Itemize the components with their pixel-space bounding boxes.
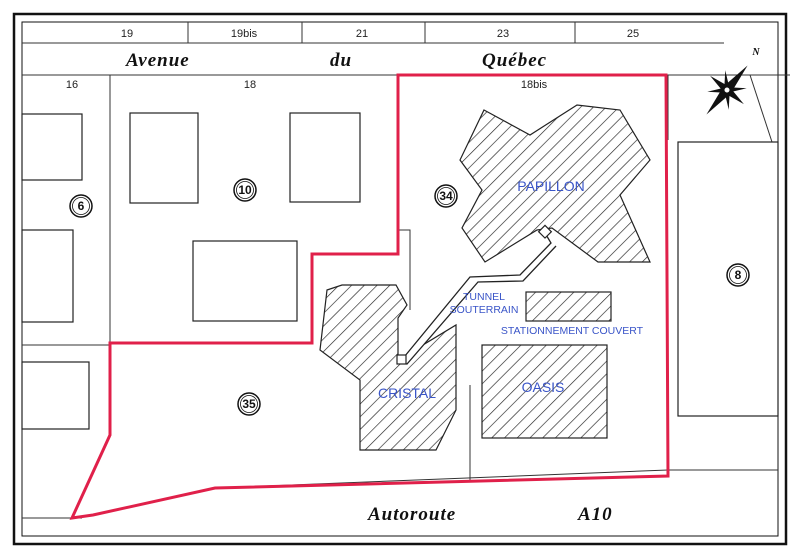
building-papillon [459,104,651,263]
top-lot-number: 19 [121,28,133,40]
building-outline [21,361,90,430]
label-souterrain: SOUTERRAIN [450,304,519,316]
parcel-circle: 8 [726,263,750,287]
label-papillon: PAPILLON [517,178,584,194]
svg-text:35: 35 [242,397,256,411]
parcel-circle: 6 [69,194,93,218]
street-autoroute-a10: Autoroute A10 [367,504,613,525]
label-cristal: CRISTAL [378,385,436,401]
label-parking: STATIONNEMENT COUVERT [501,325,644,337]
street-name-word: Québec [482,50,547,71]
plain-buildings [21,112,779,430]
building-outline [192,240,298,322]
lot-number: 18bis [521,79,548,91]
hatched-buildings [319,104,651,451]
north-label: N [751,47,760,58]
top-lot-number: 23 [497,28,509,40]
building-outline [21,229,74,323]
parcel-circle: 34 [434,184,458,208]
building-outline [21,113,83,181]
top-lot-number: 25 [627,28,639,40]
building-outline [129,112,199,204]
label-tunnel: TUNNEL [463,291,505,303]
building-labels: PAPILLON CRISTAL OASIS TUNNEL SOUTERRAIN… [378,178,644,401]
top-lot-strip: 19 19bis 21 23 25 [22,22,724,44]
lot-number: 16 [66,79,78,91]
parcel-circle: 10 [233,178,257,202]
svg-text:6: 6 [78,199,85,213]
building-oasis [481,344,608,439]
map-frame [12,12,788,546]
svg-text:8: 8 [735,268,742,282]
building-cristal [319,284,457,451]
tunnel-path [396,224,557,365]
street-name-word: du [330,50,352,71]
street-name-word: Avenue [125,50,190,71]
label-oasis: OASIS [522,379,565,395]
top-lot-number: 21 [356,28,368,40]
svg-text:10: 10 [238,183,252,197]
compass-rose-icon [706,65,748,115]
lot-number: 18 [244,79,256,91]
parcel-circle: 35 [237,392,261,416]
street-name-word: Autoroute [367,504,456,525]
site-boundary [69,73,670,520]
street-name-word: A10 [577,504,613,525]
top-lot-number: 19bis [231,28,258,40]
building-parking [525,291,612,322]
svg-text:34: 34 [439,189,453,203]
building-outline [289,112,361,203]
parcel-circles: 6 10 34 35 8 [69,178,750,416]
